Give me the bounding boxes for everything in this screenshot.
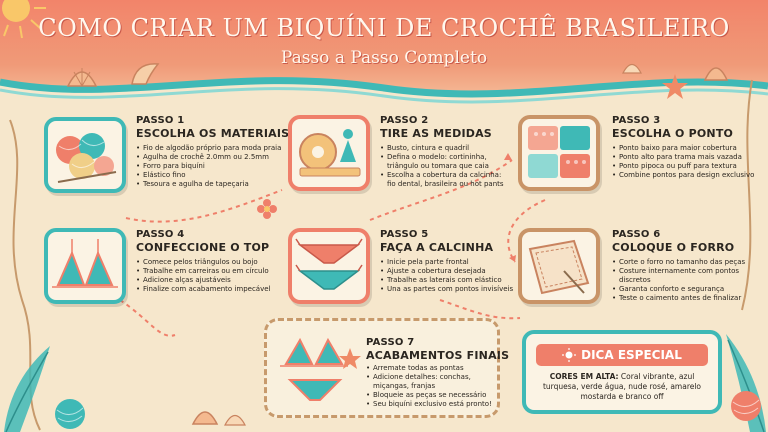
- list-item: Agulha de crochê 2.0mm ou 2.5mm: [136, 153, 276, 162]
- lining-fabric-icon: [528, 239, 590, 295]
- list-item: Seu biquíni exclusivo está pronto!: [366, 400, 496, 409]
- list-item: Escolha a cobertura da calcinha: fio den…: [380, 171, 508, 189]
- lining-tile: [518, 228, 600, 304]
- list-item: Una as partes com pontos invisíveis: [380, 285, 516, 294]
- step-bullets: Busto, cintura e quadril Defina o modelo…: [380, 144, 508, 189]
- bikini-bottom-icon: [295, 238, 363, 290]
- list-item: Garanta conforto e segurança: [612, 285, 742, 294]
- bikini-top-icon: [52, 239, 118, 288]
- list-item: Tesoura e agulha de tapeçaria: [136, 180, 276, 189]
- list-item: Comece pelos triângulos ou bojo: [136, 258, 276, 267]
- step-title: FAÇA A CALCINHA: [380, 241, 494, 254]
- step-number: PASSO 7: [366, 337, 415, 348]
- list-item: Ajuste a cobertura desejada: [380, 267, 516, 276]
- step-number: PASSO 4: [136, 229, 185, 240]
- tip-heading: DICA ESPECIAL: [536, 344, 708, 366]
- step-bullets: Arremate todas as pontas Adicione detalh…: [366, 364, 496, 409]
- scallop-shell-icon: [703, 67, 729, 81]
- scallop-shell-icon: [191, 411, 219, 425]
- palm-leaf-icon: [4, 346, 50, 432]
- list-item: Elástico fino: [136, 171, 276, 180]
- list-item: Bloqueie as peças se necessário: [366, 391, 496, 400]
- list-item: Ponto baixo para maior cobertura: [612, 144, 752, 153]
- list-item: Arremate todas as pontas: [366, 364, 496, 373]
- tip-box: DICA ESPECIAL CORES EM ALTA: Coral vibra…: [522, 330, 722, 414]
- list-item: Forro para biquíni: [136, 162, 276, 171]
- yarn-ball-icon: [731, 391, 761, 421]
- measuring-tape-icon: [299, 129, 361, 177]
- stitch-swatches-icon: [528, 126, 590, 178]
- measurements-tile: [288, 115, 370, 191]
- list-item: Teste o caimento antes de finalizar: [612, 294, 742, 303]
- list-item: Adicione alças ajustáveis: [136, 276, 276, 285]
- top-tile: [44, 228, 126, 304]
- step-number: PASSO 5: [380, 229, 429, 240]
- step-title: ACABAMENTOS FINAIS: [366, 349, 510, 362]
- step-bullets: Corte o forro no tamanho das peças Costu…: [612, 258, 745, 303]
- page-subtitle: Passo a Passo Completo: [280, 48, 488, 68]
- list-item: Inicie pela parte frontal: [380, 258, 516, 267]
- scallop-shell-icon: [66, 68, 98, 87]
- step-title: ESCOLHA OS MATERIAIS: [136, 127, 290, 140]
- flower-icon: [257, 199, 277, 219]
- tip-label: CORES EM ALTA:: [549, 372, 619, 381]
- step-bullets: Inicie pela parte frontal Ajuste a cober…: [380, 258, 516, 294]
- sun-icon: [2, 0, 46, 39]
- list-item: Costure internamente com pontos discreto…: [612, 267, 742, 285]
- list-item: Busto, cintura e quadril: [380, 144, 508, 153]
- step-title: COLOQUE O FORRO: [612, 241, 735, 254]
- step-bullets: Ponto baixo para maior cobertura Ponto a…: [612, 144, 754, 180]
- tip-body: Coral vibrante, azul turquesa, verde águ…: [542, 372, 702, 401]
- step-bullets: Comece pelos triângulos ou bojo Trabalhe…: [136, 258, 276, 294]
- list-item: Ponto alto para trama mais vazada: [612, 153, 752, 162]
- step-title: ESCOLHA O PONTO: [612, 127, 734, 140]
- list-item: Corte o forro no tamanho das peças: [612, 258, 745, 267]
- stitch-tile: [518, 115, 600, 191]
- conch-shell-icon: [131, 63, 160, 85]
- step-number: PASSO 3: [612, 115, 661, 126]
- header-banner: [0, 0, 768, 92]
- tip-text: CORES EM ALTA: Coral vibrante, azul turq…: [534, 372, 710, 402]
- materials-tile: [44, 117, 126, 193]
- list-item: Trabalhe em carreiras ou em círculo: [136, 267, 276, 276]
- sun-icon: [562, 348, 577, 362]
- shell-icon: [224, 414, 246, 426]
- step-bullets: Fio de algodão próprio para moda praia A…: [136, 144, 281, 189]
- page-title: COMO CRIAR UM BIQUÍNI DE CROCHÊ BRASILEI…: [38, 14, 730, 42]
- list-item: Defina o modelo: cortininha, triângulo o…: [380, 153, 508, 171]
- yarn-ball-icon: [55, 399, 85, 429]
- step-number: PASSO 6: [612, 229, 661, 240]
- yarn-balls-icon: [56, 133, 117, 183]
- finished-bikini-icon: [280, 337, 361, 401]
- tip-heading-label: DICA ESPECIAL: [581, 348, 682, 362]
- wave-decoration: [0, 77, 768, 120]
- list-item: Trabalhe as laterais com elástico: [380, 276, 516, 285]
- shell-icon: [622, 63, 642, 74]
- step-title: TIRE AS MEDIDAS: [380, 127, 492, 140]
- bottom-tile: [288, 228, 370, 304]
- list-item: Combine pontos para design exclusivo: [612, 171, 754, 180]
- step-title: CONFECCIONE O TOP: [136, 241, 270, 254]
- starfish-icon: [662, 74, 688, 99]
- list-item: Fio de algodão próprio para moda praia: [136, 144, 281, 153]
- step-number: PASSO 1: [136, 115, 185, 126]
- list-item: Ponto pipoca ou puff para textura: [612, 162, 752, 171]
- list-item: Adicione detalhes: conchas, miçangas, fr…: [366, 373, 496, 391]
- step-number: PASSO 2: [380, 115, 429, 126]
- list-item: Finalize com acabamento impecável: [136, 285, 276, 294]
